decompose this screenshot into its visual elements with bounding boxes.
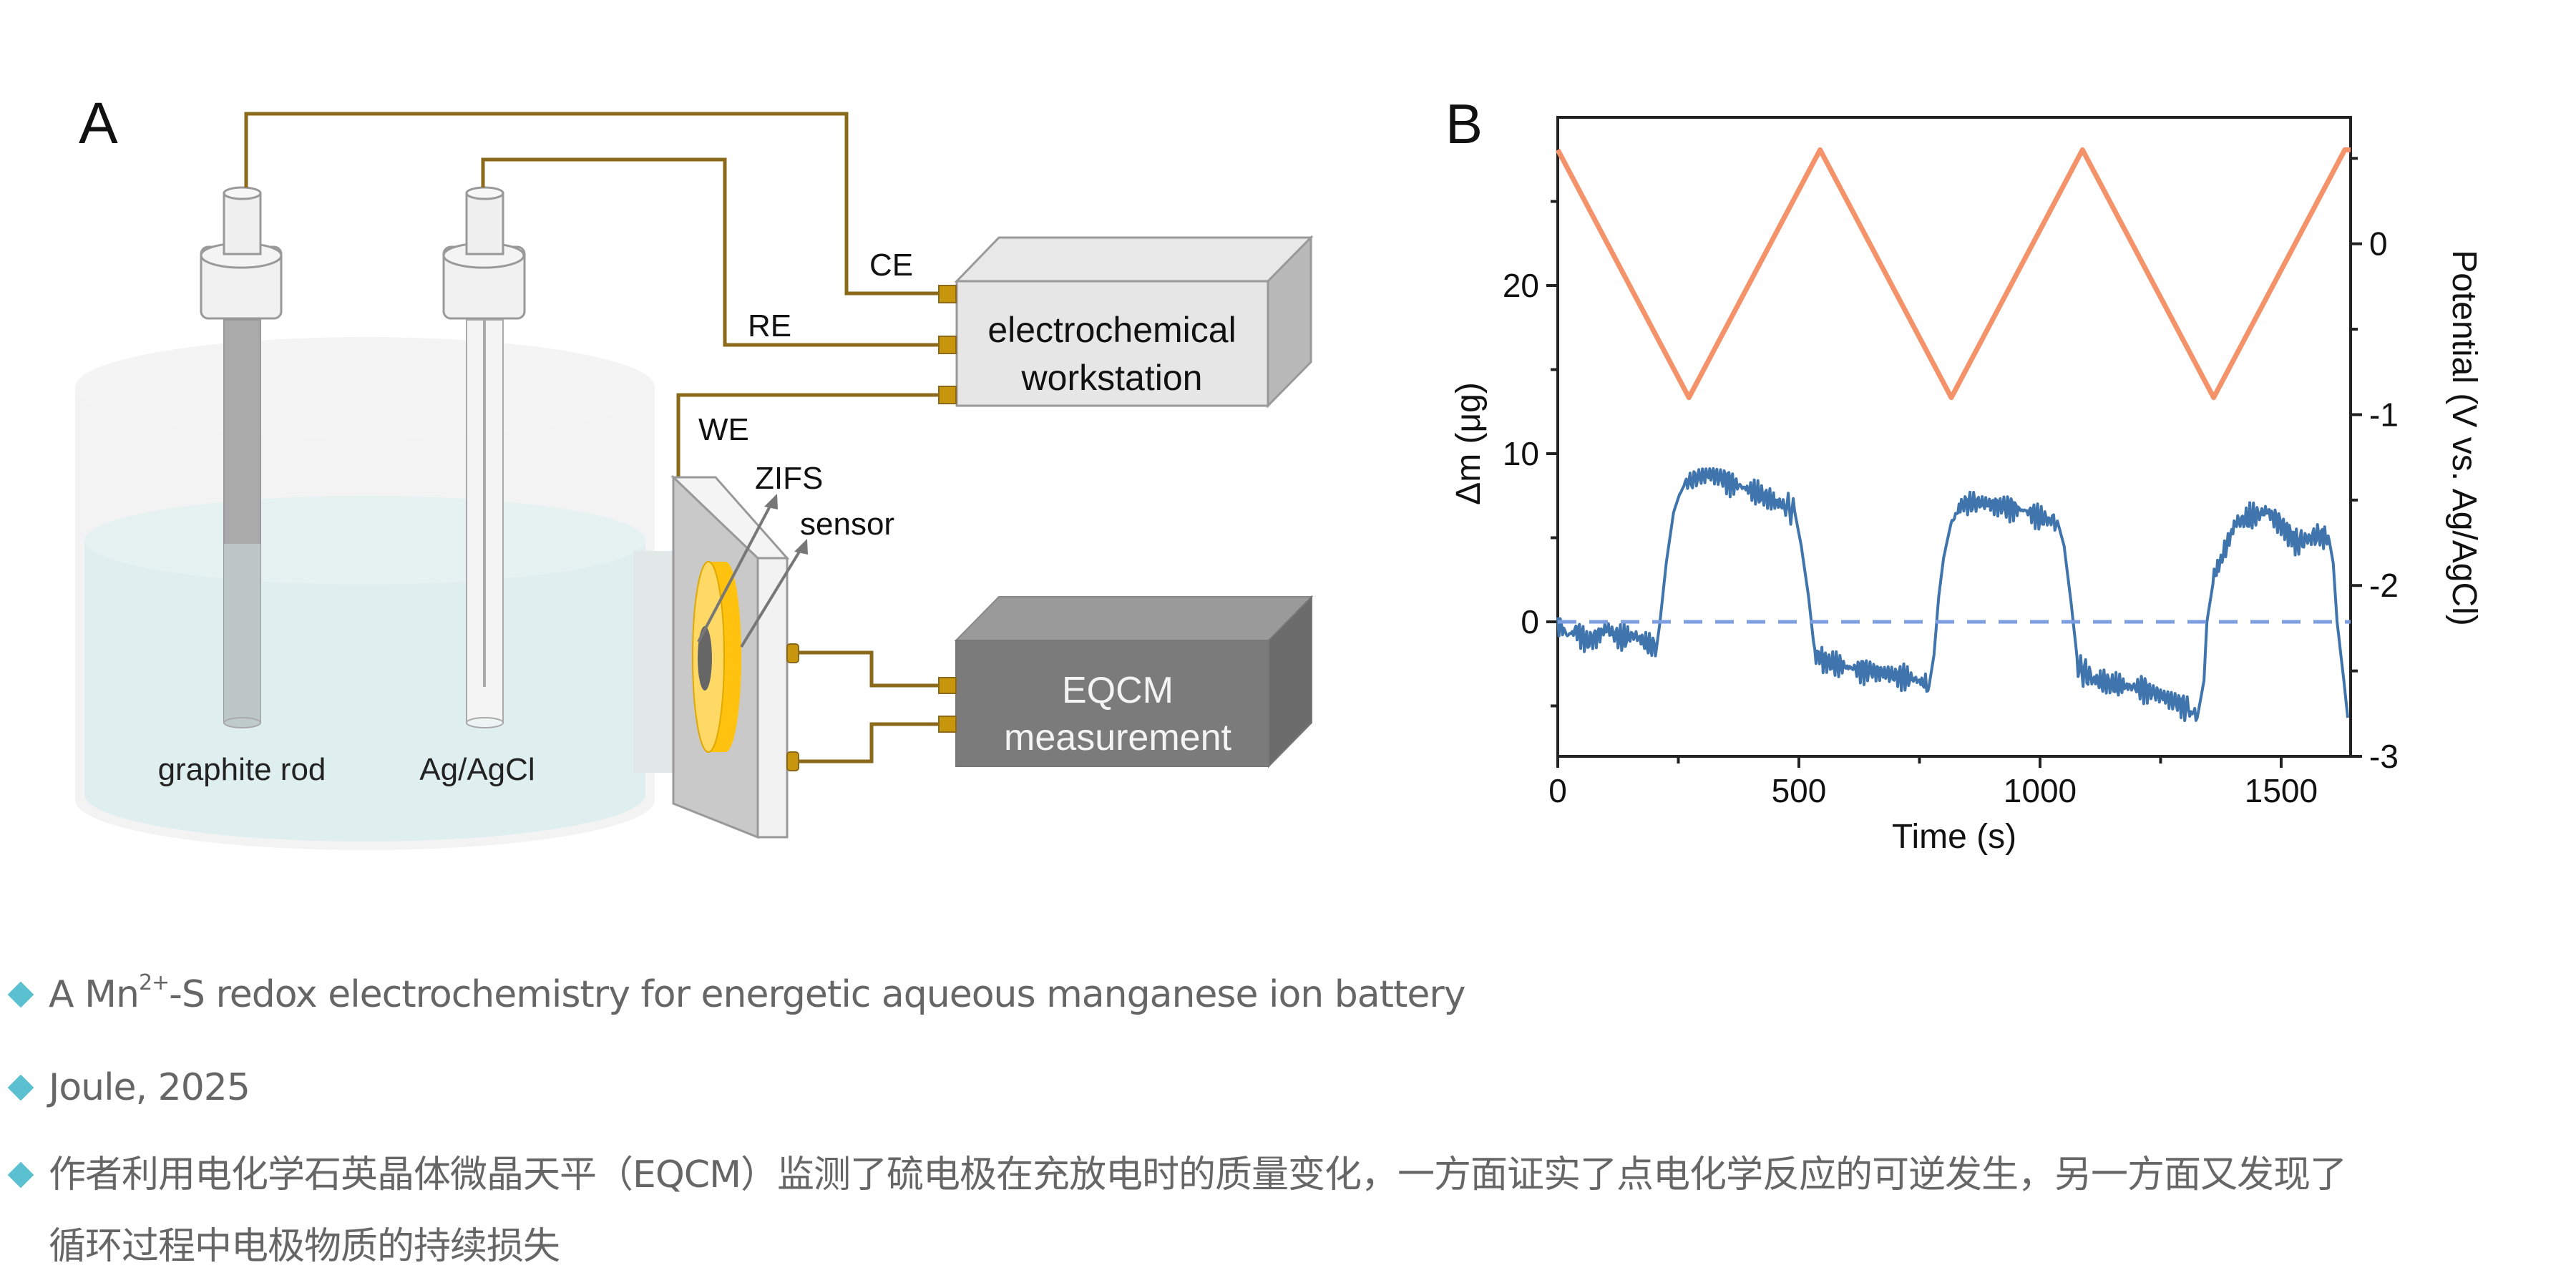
y-right-tick-label: 0 [2369, 225, 2388, 263]
panel-a-label: A [79, 91, 118, 156]
ag-agcl-electrode [442, 186, 526, 728]
re-label: RE [748, 308, 791, 343]
y-right-tick-label: -1 [2369, 396, 2399, 433]
y-right-tick-label: -2 [2369, 567, 2399, 604]
ce-wire [244, 112, 939, 296]
zifs-label: ZIFS [755, 461, 823, 496]
re-connector [938, 336, 957, 354]
eqcm-sensor-holder [670, 474, 799, 839]
pointer-arrows [697, 494, 808, 648]
workstation-label-line1: electrochemical [987, 310, 1236, 350]
mass-change-series-line [1556, 467, 2349, 723]
paper-title: A Mn2+-S redox electrochemistry for ener… [49, 959, 1466, 1030]
ce-label: CE [869, 248, 913, 283]
paper-title-superscript: 2+ [138, 970, 170, 995]
y-right-tick-label: -3 [2369, 738, 2399, 775]
plot-frame [1556, 116, 2352, 758]
graphite-rod-electrode [200, 186, 283, 728]
y-left-tick-label: 10 [1503, 435, 1539, 472]
solution [84, 540, 645, 841]
x-tick-label: 1000 [2004, 772, 2077, 809]
paper-title-pre: A Mn [49, 973, 140, 1016]
x-tick-label: 500 [1772, 772, 1827, 809]
quartz-crystal [698, 626, 712, 691]
we-label: WE [698, 412, 749, 447]
ag-agcl-label: Ag/AgCl [419, 752, 535, 787]
eqcm-wire-bottom [798, 722, 939, 763]
paper-title-post: -S redox electrochemistry for energetic … [169, 973, 1465, 1016]
chart-axes: 0 500 1000 1500 0 10 20 0 -1 -2 -3 [1503, 116, 2399, 809]
electrochemical-workstation: electrochemical workstation [938, 235, 1314, 409]
workstation-label-line2: workstation [1021, 358, 1203, 398]
diamond-bullet-icon [7, 1074, 34, 1101]
we-connector [938, 386, 957, 404]
panel-a-diagram: A [75, 91, 1314, 850]
sensor-label: sensor [800, 507, 894, 542]
x-tick-label: 1500 [2245, 772, 2318, 809]
eqcm-wire-top [798, 650, 939, 688]
figure: A [75, 91, 2483, 856]
eqcm-label-line1: EQCM [1062, 670, 1174, 711]
ce-connector [938, 285, 957, 303]
summary-line-1: 作者利用电化学石英晶体微晶天平（EQCM）监测了硫电极在充放电时的质量变化，一方… [49, 1153, 2347, 1196]
diamond-bullet-icon [7, 1161, 34, 1189]
y-axis-left-label: Δm (μg) [1450, 382, 1488, 505]
re-wire [481, 157, 939, 347]
panel-b-label: B [1445, 92, 1483, 155]
y-left-tick-label: 20 [1503, 267, 1539, 304]
eqcm-measurement: EQCM measurement [938, 595, 1314, 769]
wires [244, 112, 939, 763]
eqcm-label-line2: measurement [1004, 717, 1231, 758]
graphite-rod-label: graphite rod [158, 752, 326, 787]
y-left-tick-label: 0 [1521, 603, 1539, 640]
summary-line-2: 循环过程中电极物质的持续损失 [49, 1225, 560, 1268]
x-axis-label: Time (s) [1892, 818, 2016, 856]
journal-year: Joule, 2025 [49, 1066, 250, 1109]
potential-series-line [1555, 147, 2351, 401]
we-wire [676, 393, 939, 477]
x-tick-label: 0 [1548, 772, 1567, 809]
y-axis-right-label: Potential (V vs. Ag/AgCl) [2445, 250, 2483, 626]
chart-series [1555, 147, 2351, 723]
panel-b-chart: B 0 500 1000 1500 0 10 20 0 -1 -2 -3 Time (s) Δm (… [1445, 92, 2483, 856]
diamond-bullet-icon [7, 981, 34, 1008]
